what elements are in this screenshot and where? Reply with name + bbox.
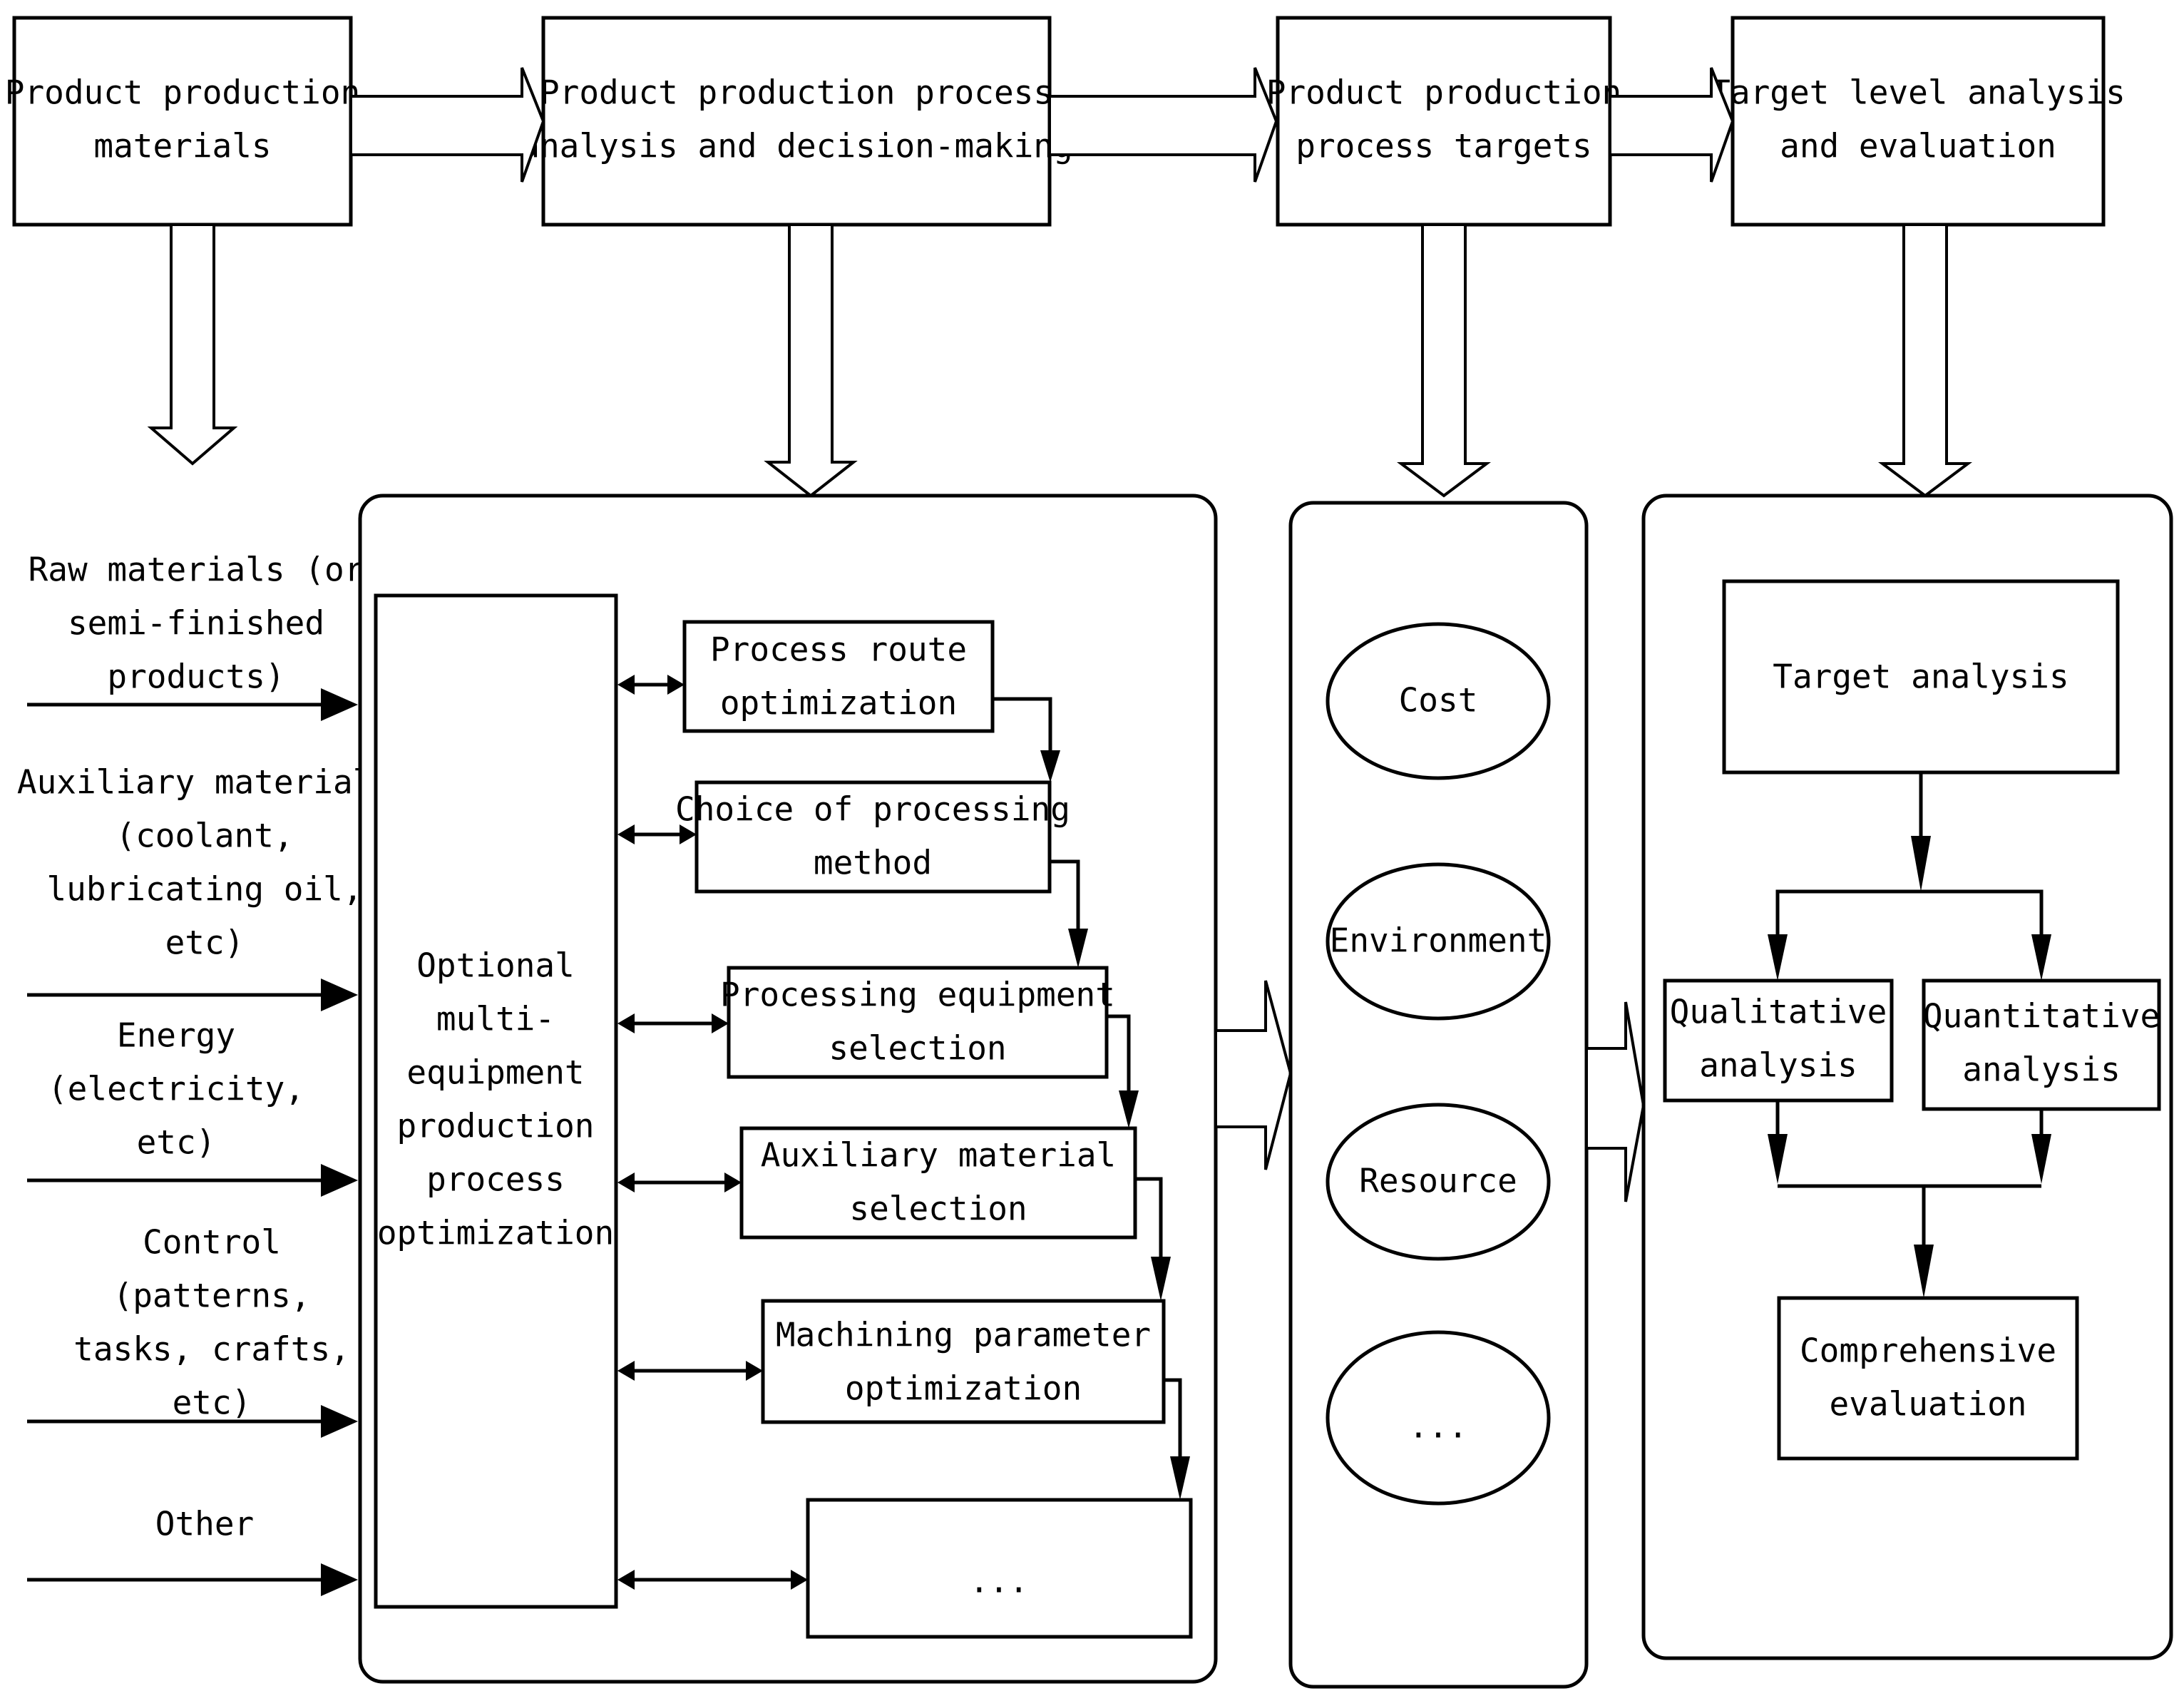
step-aux-material-selection: Auxiliary material selection	[739, 1126, 1137, 1240]
svg-text:tasks, crafts,: tasks, crafts,	[73, 1330, 350, 1369]
input-auxiliary-materials: Auxiliary materials (coolant, lubricatin…	[17, 763, 392, 1011]
svg-text:Control: Control	[143, 1223, 281, 1262]
target-more: ...	[1326, 1330, 1551, 1506]
top-stage-targets: Product production process targets	[1266, 16, 1622, 227]
svg-text:(patterns,: (patterns,	[113, 1277, 311, 1315]
step-processing-method: Choice of processing method	[675, 780, 1070, 894]
hollow-right-arrow-2	[1051, 67, 1278, 183]
input-raw-materials: Raw materials (or semi-finished products…	[27, 551, 364, 721]
hollow-down-arrow-evaluation	[1878, 226, 1972, 498]
hollow-down-arrow-targets	[1397, 226, 1491, 498]
step-machining-parameter: Machining parameter optimization	[761, 1299, 1166, 1424]
svg-text:Qualitative: Qualitative	[1670, 993, 1887, 1031]
svg-text:Choice of processing: Choice of processing	[675, 790, 1070, 829]
step-more: ...	[806, 1498, 1193, 1639]
target-environment: Environment	[1326, 862, 1551, 1021]
input-other: Other	[27, 1505, 358, 1596]
svg-text:Target level analysis: Target level analysis	[1711, 73, 2126, 112]
svg-text:Process route: Process route	[710, 630, 967, 669]
svg-text:Auxiliary material: Auxiliary material	[761, 1136, 1117, 1175]
svg-text:Optional: Optional	[416, 946, 575, 985]
hollow-down-arrow-materials	[147, 226, 238, 466]
svg-text:evaluation: evaluation	[1830, 1385, 2027, 1424]
eval-qualitative: Qualitative analysis	[1663, 979, 1894, 1103]
svg-text:optimization: optimization	[845, 1369, 1082, 1408]
top-stage-analysis: Product production process analysis and …	[520, 16, 1073, 227]
hollow-right-arrow-1	[352, 67, 545, 183]
svg-text:Product production process: Product production process	[540, 73, 1053, 112]
eval-target-analysis: Target analysis	[1722, 579, 2120, 775]
svg-text:Environment: Environment	[1330, 921, 1547, 960]
target-resource: Resource	[1326, 1103, 1551, 1261]
svg-text:(coolant,: (coolant,	[116, 817, 293, 855]
step-equipment-selection: Processing equipment selection	[720, 966, 1115, 1079]
svg-text:multi-: multi-	[436, 1000, 555, 1038]
svg-text:production: production	[397, 1107, 595, 1145]
svg-text:etc): etc)	[137, 1123, 216, 1162]
target-cost: Cost	[1326, 622, 1551, 780]
optimization-core-box: Optional multi- equipment production pro…	[374, 593, 618, 1609]
svg-text:(electricity,: (electricity,	[48, 1070, 304, 1108]
svg-text:selection: selection	[849, 1190, 1027, 1228]
top-stage-evaluation: Target level analysis and evaluation	[1711, 16, 2126, 227]
svg-text:and evaluation: and evaluation	[1780, 127, 2056, 165]
svg-text:...: ...	[1408, 1407, 1467, 1446]
svg-text:selection: selection	[829, 1029, 1006, 1068]
input-energy: Energy (electricity, etc)	[27, 1016, 358, 1197]
svg-text:Other: Other	[155, 1505, 254, 1543]
svg-text:Raw materials (or: Raw materials (or	[29, 551, 364, 589]
svg-text:equipment: equipment	[406, 1053, 584, 1092]
svg-text:optimization: optimization	[720, 684, 957, 722]
hollow-right-arrow-opt-to-targets	[1217, 980, 1293, 1170]
svg-text:...: ...	[969, 1562, 1028, 1600]
step-process-route: Process route optimization	[682, 620, 995, 733]
eval-connectors	[1768, 772, 2051, 1298]
hollow-down-arrow-analysis	[764, 226, 858, 498]
svg-text:Cost: Cost	[1399, 681, 1478, 720]
svg-text:optimization: optimization	[377, 1214, 614, 1252]
svg-text:Quantitative: Quantitative	[1923, 997, 2160, 1036]
svg-text:process: process	[426, 1160, 565, 1199]
svg-text:Comprehensive: Comprehensive	[1800, 1332, 2056, 1370]
svg-text:lubricating oil,: lubricating oil,	[46, 870, 362, 909]
eval-quantitative: Quantitative analysis	[1922, 979, 2161, 1111]
top-stage-materials: Product production materials	[5, 16, 361, 227]
svg-text:Auxiliary materials: Auxiliary materials	[17, 763, 392, 802]
svg-text:Resource: Resource	[1359, 1162, 1517, 1200]
double-arrow-connectors	[617, 675, 808, 1590]
svg-text:products): products)	[107, 658, 284, 696]
svg-text:semi-finished: semi-finished	[68, 604, 324, 643]
hollow-right-arrow-targets-to-eval	[1588, 1001, 1646, 1202]
svg-text:Energy: Energy	[117, 1016, 235, 1055]
svg-text:etc): etc)	[165, 924, 245, 962]
hollow-right-arrow-3	[1611, 67, 1735, 183]
svg-text:analysis: analysis	[1699, 1046, 1857, 1085]
svg-text:analysis: analysis	[1962, 1051, 2121, 1089]
svg-text:method: method	[814, 844, 932, 882]
svg-text:Product production: Product production	[1266, 73, 1622, 112]
svg-text:Product production: Product production	[5, 73, 361, 112]
svg-text:Processing equipment: Processing equipment	[720, 976, 1115, 1014]
svg-text:Machining parameter: Machining parameter	[776, 1316, 1151, 1354]
svg-text:process targets: process targets	[1296, 127, 1591, 165]
step-chain-connectors	[993, 697, 1190, 1500]
svg-text:analysis and decision-making: analysis and decision-making	[520, 127, 1072, 165]
input-control: Control (patterns, tasks, crafts, etc)	[27, 1223, 358, 1438]
svg-text:Target analysis: Target analysis	[1773, 658, 2068, 696]
svg-text:materials: materials	[93, 127, 271, 165]
eval-comprehensive: Comprehensive evaluation	[1777, 1296, 2079, 1461]
svg-text:etc): etc)	[173, 1384, 252, 1422]
